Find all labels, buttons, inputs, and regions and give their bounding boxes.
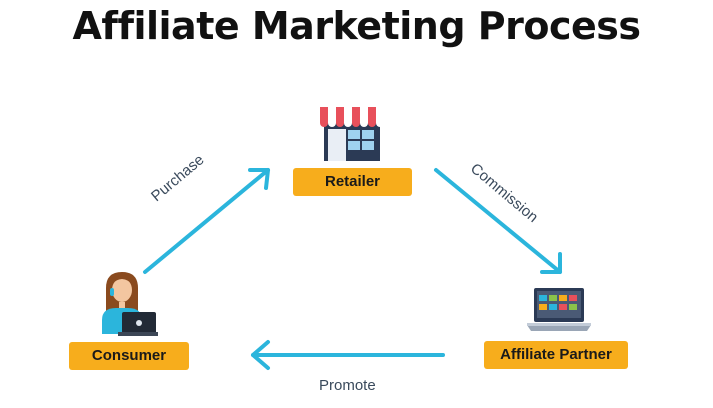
purchase-arrow: [143, 168, 270, 274]
store-icon: [320, 107, 384, 161]
page-title: Affiliate Marketing Process: [72, 4, 642, 48]
consumer-label: Consumer: [69, 342, 189, 370]
retailer-label: Retailer: [293, 168, 412, 196]
affiliate-partner-label: Affiliate Partner: [484, 341, 628, 369]
promote-label: Promote: [319, 377, 376, 394]
promote-arrow: [251, 340, 445, 370]
commission-arrow: [434, 168, 562, 274]
person-with-laptop-icon: [102, 272, 158, 336]
laptop-icon: [527, 288, 591, 331]
